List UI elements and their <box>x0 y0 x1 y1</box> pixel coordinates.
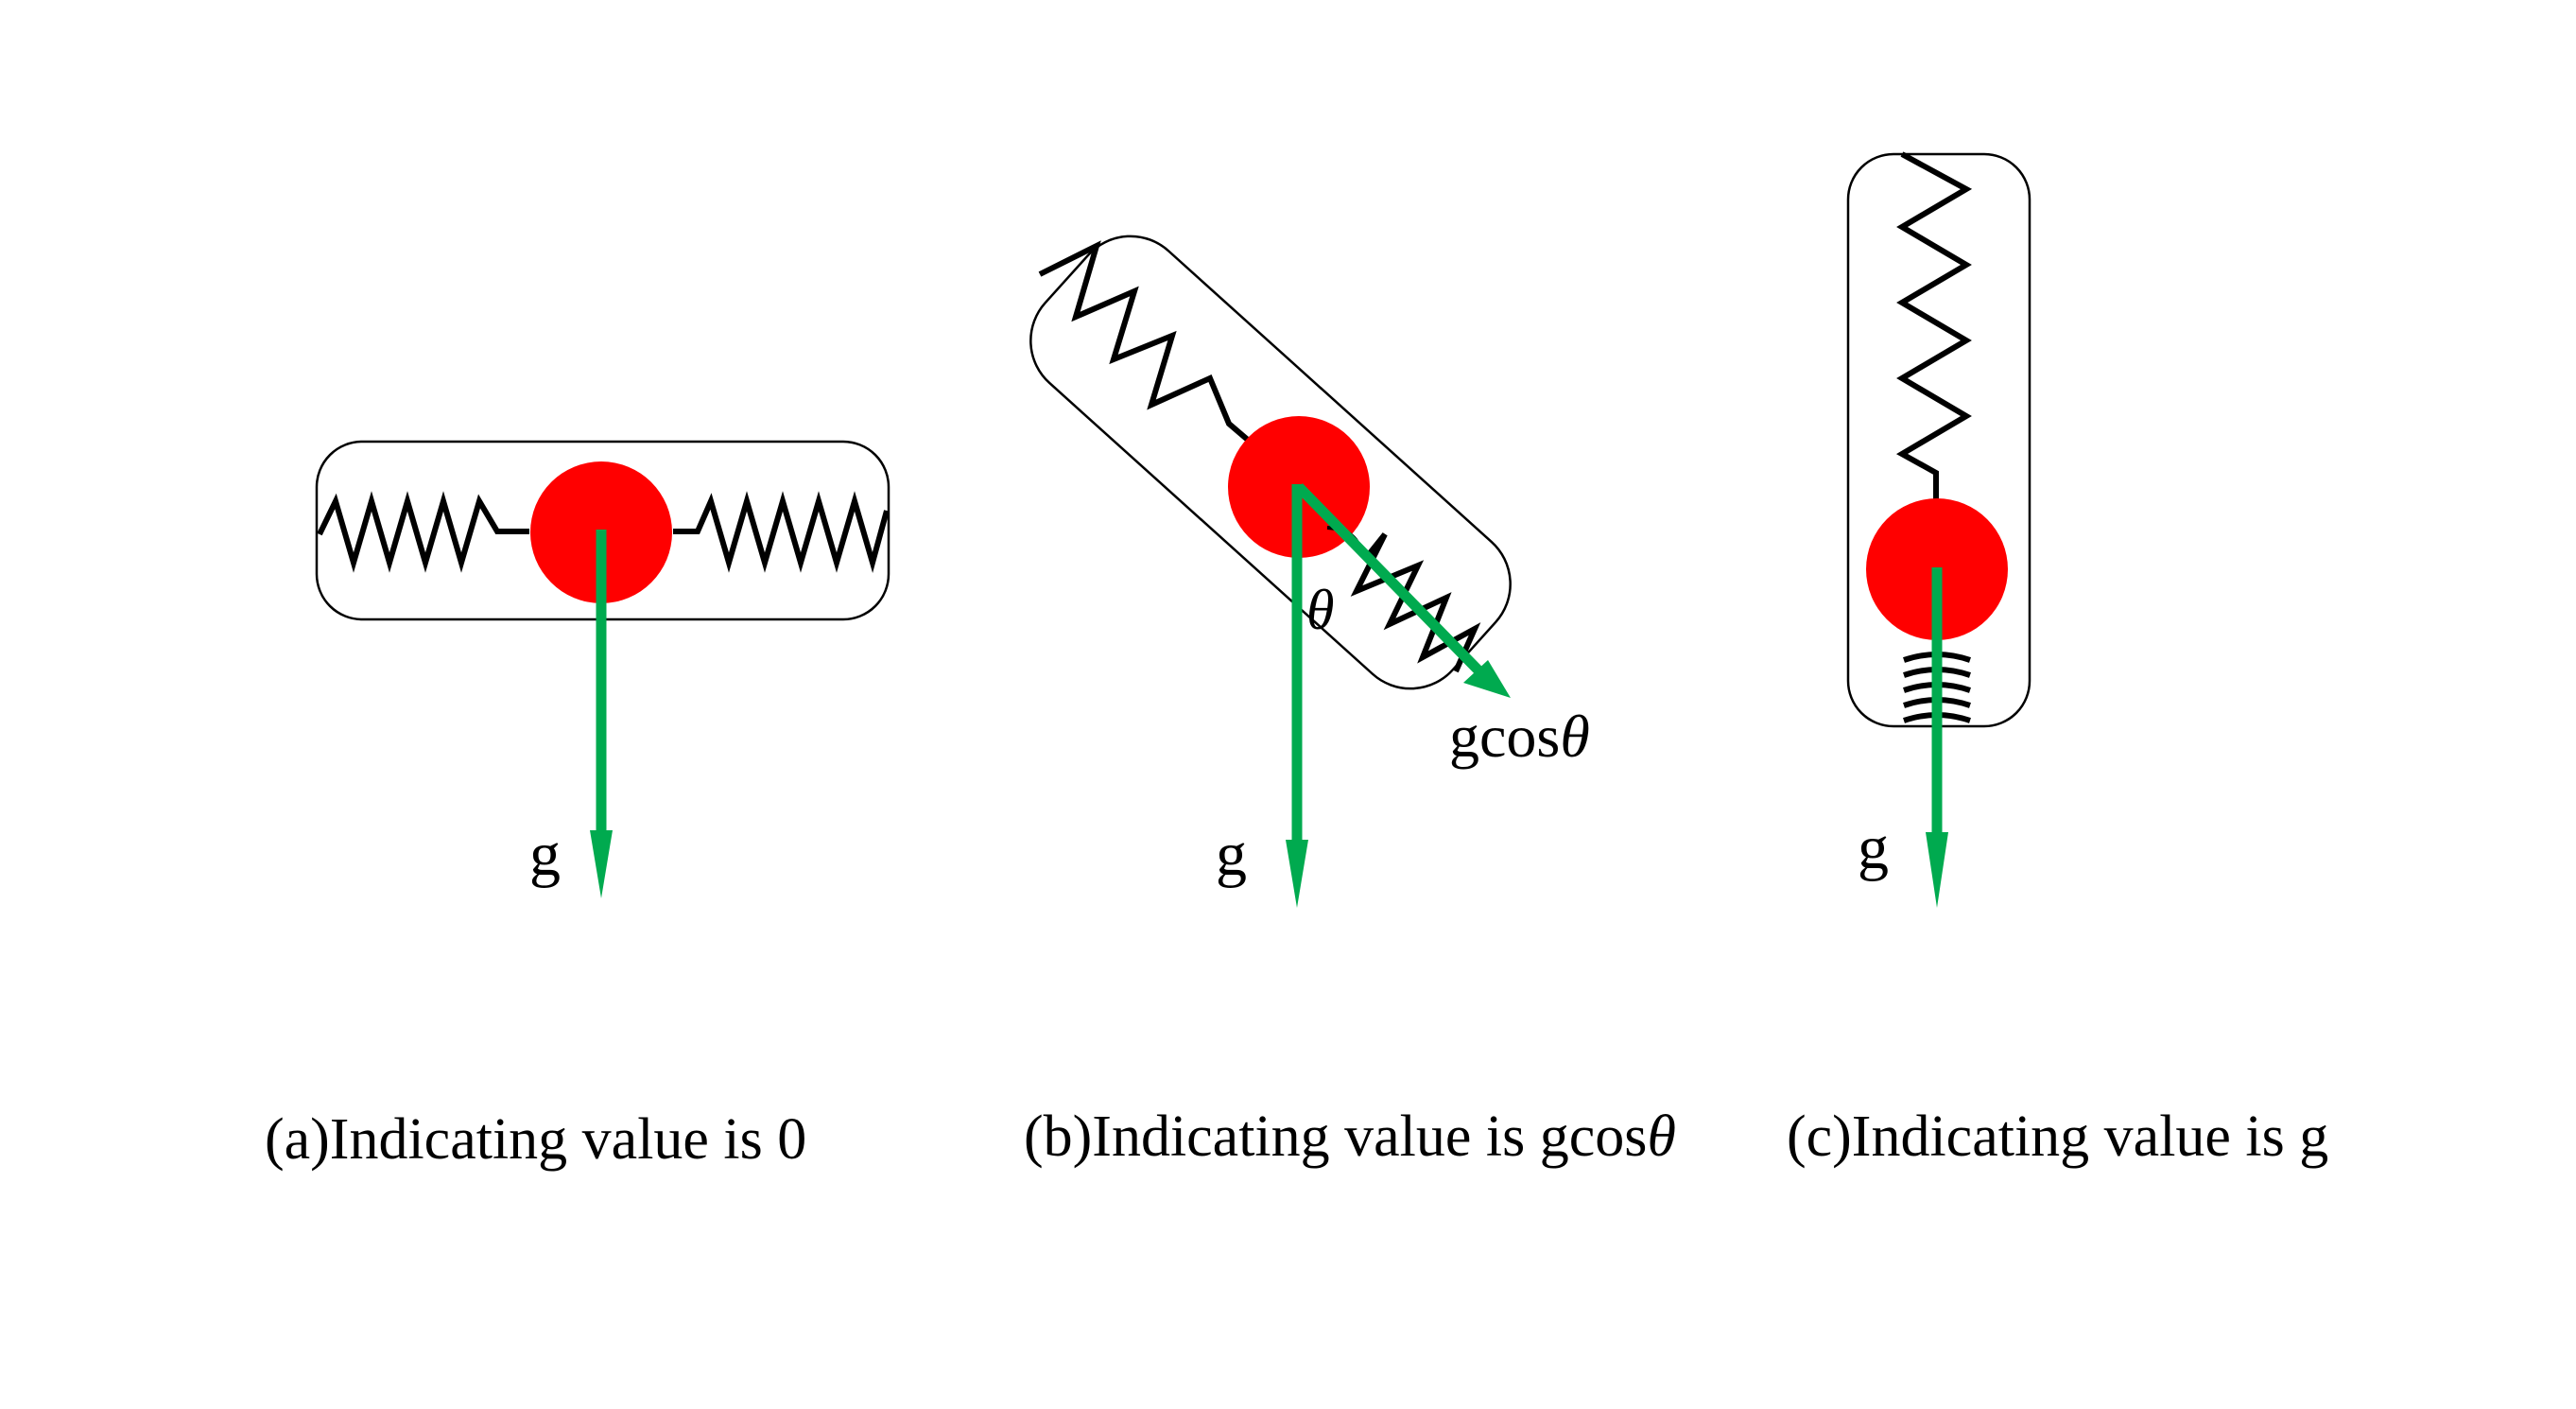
spring-right-a <box>673 491 890 574</box>
angle-symbol-b: θ <box>1306 579 1334 641</box>
spring-left-a <box>317 491 529 573</box>
caption-b-symbol: θ <box>1647 1105 1675 1169</box>
caption-a-prefix: (a)Indicating value is <box>265 1107 777 1172</box>
spring-upper-b <box>1038 240 1264 455</box>
panel-c: g <box>1846 151 2031 908</box>
caption-a: (a)Indicating value is 0 <box>265 1107 806 1172</box>
spring-upper-c <box>1895 151 1973 501</box>
caption-c-prefix: (c)Indicating value is <box>1787 1105 2299 1169</box>
panel-b: θ gcosθ g <box>1029 235 1590 908</box>
caption-b: (b)Indicating value is gcosθ <box>1024 1105 1676 1169</box>
caption-a-value: 0 <box>777 1107 806 1172</box>
caption-b-prefix: (b)Indicating value is <box>1024 1105 1540 1169</box>
component-label-value-b: gcos <box>1449 703 1560 770</box>
component-label-symbol-b: θ <box>1560 703 1589 770</box>
panel-a: g <box>315 440 890 898</box>
gravity-label-b: g <box>1216 820 1247 889</box>
component-vector-b <box>1295 483 1483 675</box>
caption-b-value: gcos <box>1540 1105 1648 1169</box>
gravity-label-a: g <box>529 820 561 889</box>
gravity-arrowhead-a <box>590 830 613 898</box>
housing-b <box>1029 235 1512 690</box>
caption-c-value: g <box>2299 1105 2328 1169</box>
component-label-b: gcosθ <box>1449 703 1590 770</box>
gravity-arrowhead-c <box>1926 832 1948 908</box>
component-arrowhead-b <box>1463 660 1511 698</box>
gravity-arrowhead-b <box>1286 840 1308 908</box>
gravity-label-c: g <box>1858 813 1889 882</box>
caption-c: (c)Indicating value is g <box>1787 1105 2328 1169</box>
